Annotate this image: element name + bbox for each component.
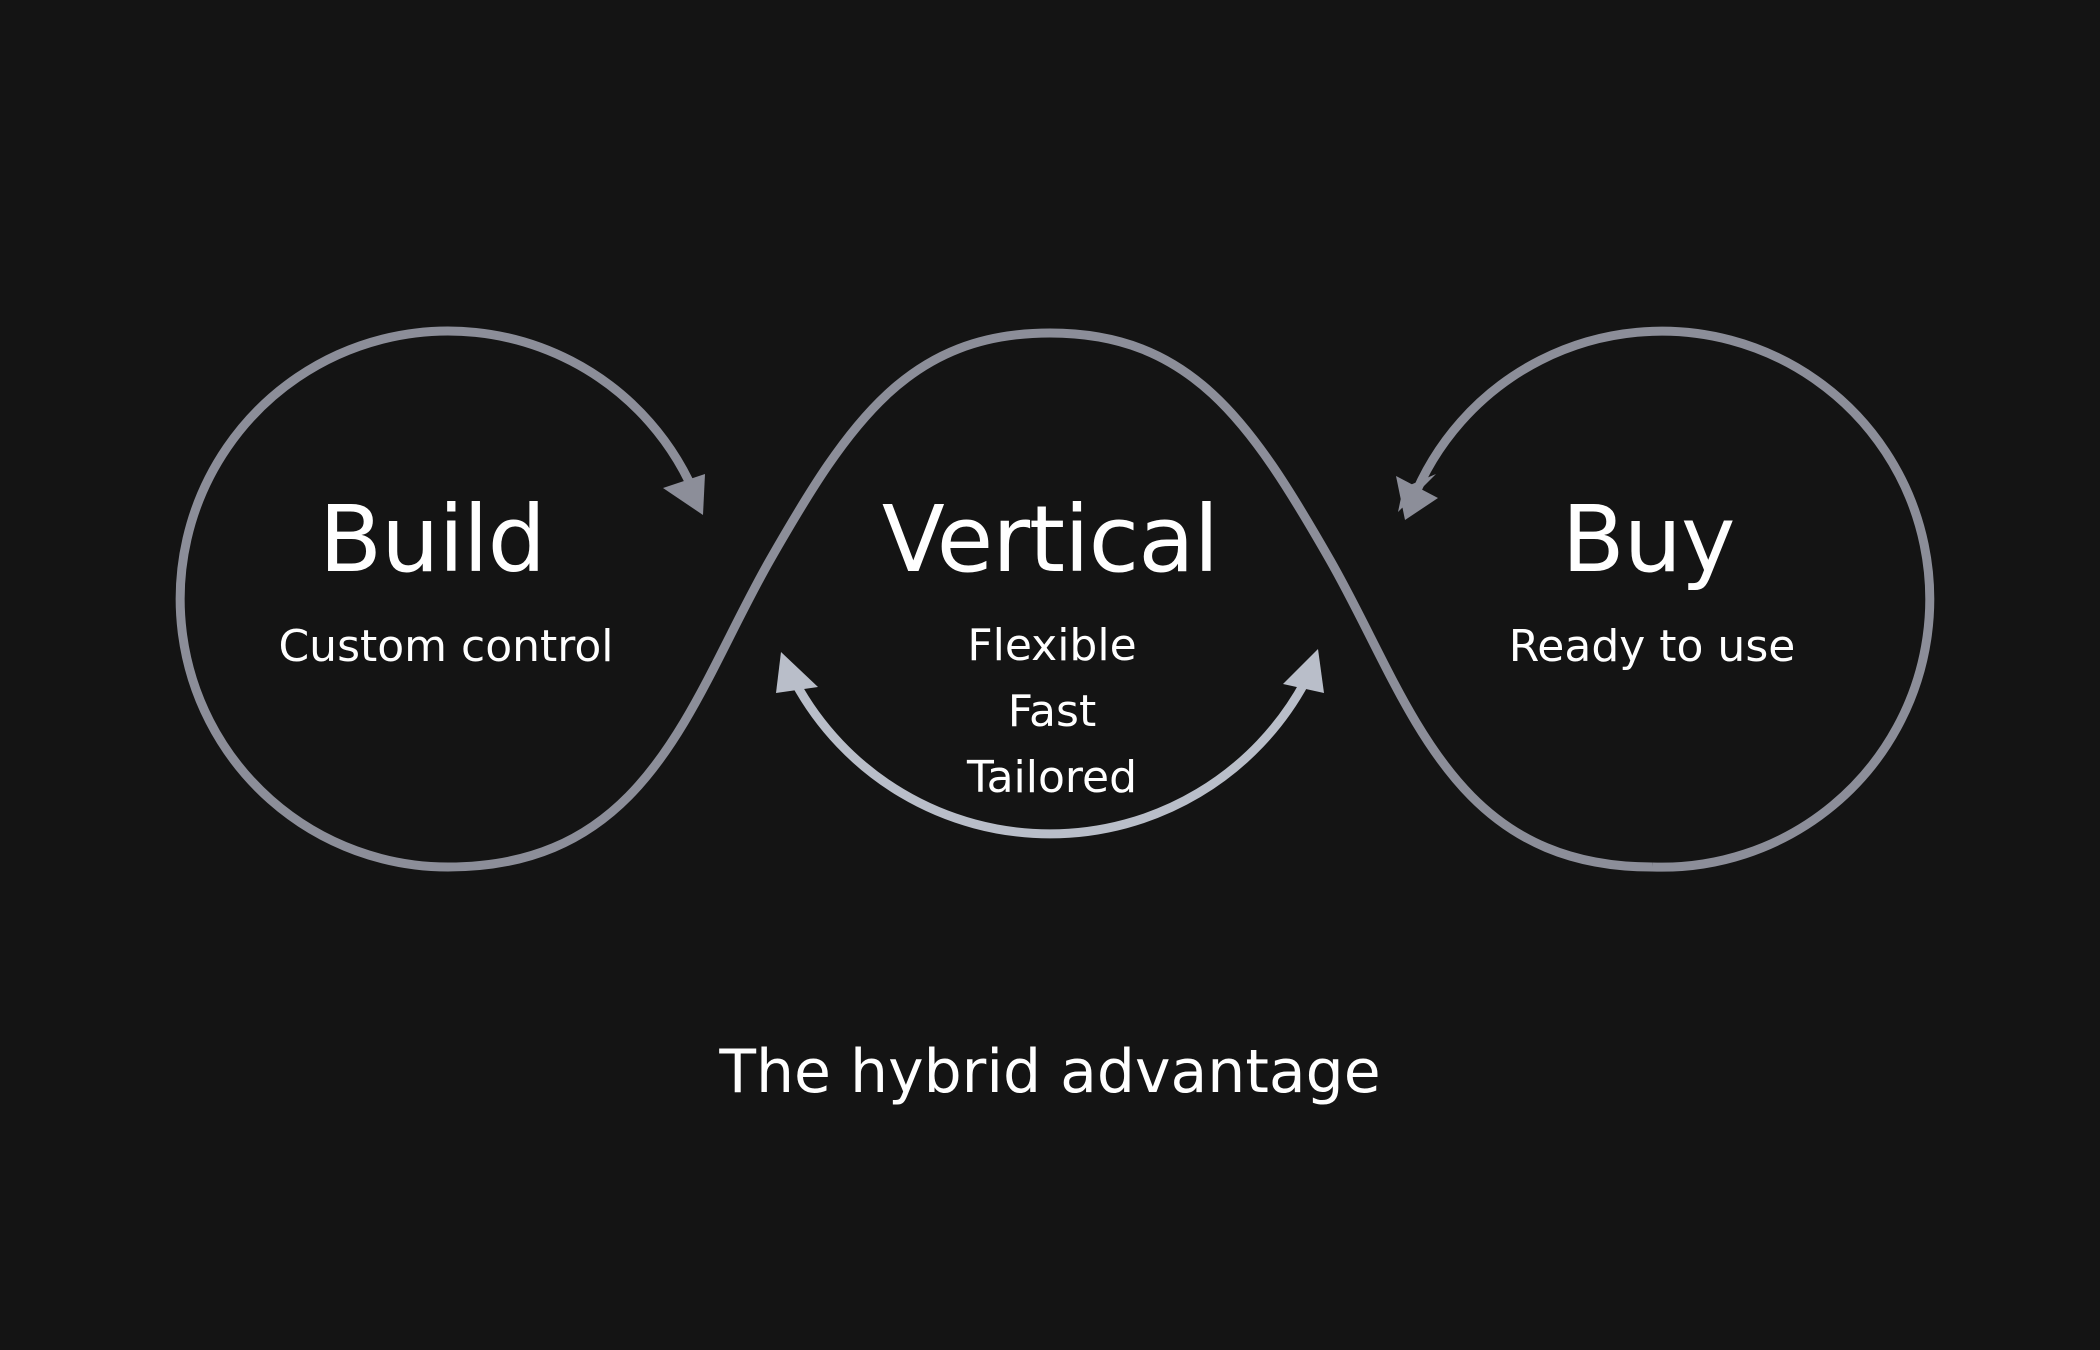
vertical-inner-arc [791,679,1309,839]
vertical-title: Vertical [881,486,1219,593]
vertical-feature-item: Flexible [967,620,1137,671]
diagram-caption: The hybrid advantage [719,1037,1381,1107]
vertical-feature-item: Tailored [966,752,1138,803]
build-loop-arrowhead [663,474,705,515]
buy-loop-arrowhead [1396,474,1438,520]
build-subtitle: Custom control [278,621,614,672]
vertical-inner-arrowhead-right [1283,649,1324,693]
buy-loop-arc [1407,326,1935,872]
vertical-feature-item: Fast [1007,686,1097,737]
build-title: Build [319,486,546,593]
buy-title: Buy [1561,486,1736,593]
vertical-inner-arrowhead-left [776,652,818,693]
build-loop-arc [175,326,703,872]
vertical-feature-list: Flexible Fast Tailored [967,613,1137,811]
center-wave-curve [447,328,1653,872]
buy-subtitle: Ready to use [1508,621,1796,672]
